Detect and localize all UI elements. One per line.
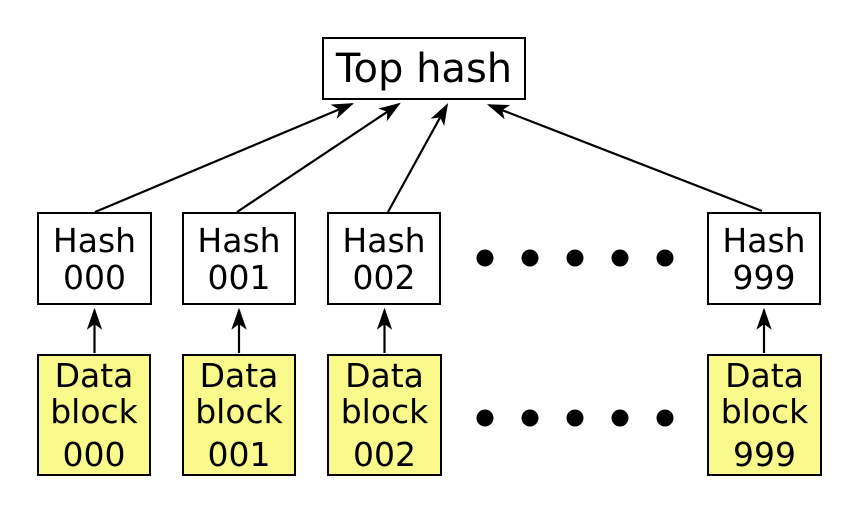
data-block-label-line2: block bbox=[340, 391, 429, 431]
ellipsis-data-row bbox=[476, 409, 674, 427]
ellipsis-dot bbox=[611, 409, 629, 427]
arrow-hash001-to-tophash bbox=[236, 102, 401, 213]
ellipsis-dot bbox=[611, 249, 629, 267]
arrow-hash002-to-tophash bbox=[387, 103, 449, 213]
data-block-label-line2: block bbox=[50, 391, 138, 431]
ellipsis-dot bbox=[476, 409, 494, 427]
ellipsis-hash-row bbox=[476, 249, 674, 267]
top-hash-label: Top hash bbox=[335, 45, 513, 92]
data-block-index: 999 bbox=[733, 434, 796, 474]
data-block-002: Data block 002 bbox=[327, 354, 442, 476]
arrow-hash999-to-tophash bbox=[486, 103, 763, 213]
data-block-000: Data block 000 bbox=[37, 354, 151, 476]
hash-node-label: Hash bbox=[197, 220, 281, 260]
data-block-label-line2: block bbox=[720, 391, 809, 431]
data-block-label-line1: Data bbox=[199, 355, 279, 395]
hash-node-index: 002 bbox=[352, 257, 416, 297]
ellipsis-dot bbox=[521, 249, 539, 267]
ellipsis-dot bbox=[476, 249, 494, 267]
data-block-label-line1: Data bbox=[345, 355, 424, 395]
top-hash-node: Top hash bbox=[322, 37, 526, 100]
data-block-label-line2: block bbox=[195, 391, 283, 431]
hash-node-999: Hash 999 bbox=[707, 212, 821, 305]
data-block-label-line1: Data bbox=[725, 355, 804, 395]
data-block-999: Data block 999 bbox=[707, 354, 822, 476]
data-block-index: 001 bbox=[207, 434, 271, 474]
ellipsis-dot bbox=[656, 409, 674, 427]
data-block-index: 000 bbox=[62, 434, 126, 474]
hash-node-000: Hash 000 bbox=[37, 212, 152, 305]
hash-node-label: Hash bbox=[52, 220, 137, 260]
data-block-label-line1: Data bbox=[54, 355, 134, 395]
hash-node-label: Hash bbox=[342, 220, 426, 260]
hash-node-index: 000 bbox=[63, 257, 126, 297]
arrow-hash000-to-tophash bbox=[94, 102, 355, 214]
hash-node-index: 001 bbox=[207, 257, 271, 297]
ellipsis-dot bbox=[521, 409, 539, 427]
hash-node-label: Hash bbox=[722, 220, 806, 260]
data-block-index: 002 bbox=[353, 434, 416, 474]
ellipsis-dot bbox=[656, 249, 674, 267]
ellipsis-dot bbox=[566, 249, 584, 267]
hash-node-002: Hash 002 bbox=[327, 212, 441, 305]
data-block-001: Data block 001 bbox=[182, 354, 296, 476]
hash-node-index: 999 bbox=[732, 257, 796, 297]
hash-node-001: Hash 001 bbox=[182, 212, 296, 305]
ellipsis-dot bbox=[566, 409, 584, 427]
